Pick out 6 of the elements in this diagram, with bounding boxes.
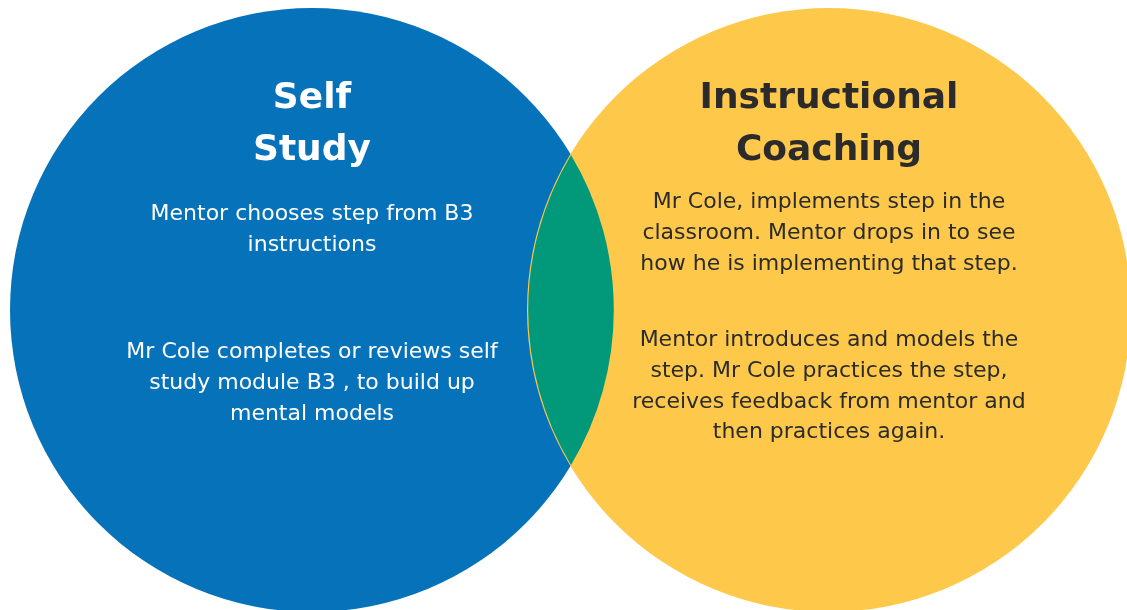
description-text: Mr Cole completes or reviews self study module B3 , to build up mental models	[125, 337, 500, 427]
description-text: Mentor introduces and models the step. Mr Cole practices the step, receives feedback from mentor and then practices again.	[631, 325, 1027, 446]
circle-heading: Self Study	[252, 74, 372, 171]
description-text: Mr Cole, implements step in the classroom. Mentor drops in to see how he is implementing that step.	[639, 187, 1019, 277]
description-text: Mentor chooses step from B3 instructions	[149, 199, 475, 258]
circle-heading: Instructional Coaching	[698, 74, 960, 171]
